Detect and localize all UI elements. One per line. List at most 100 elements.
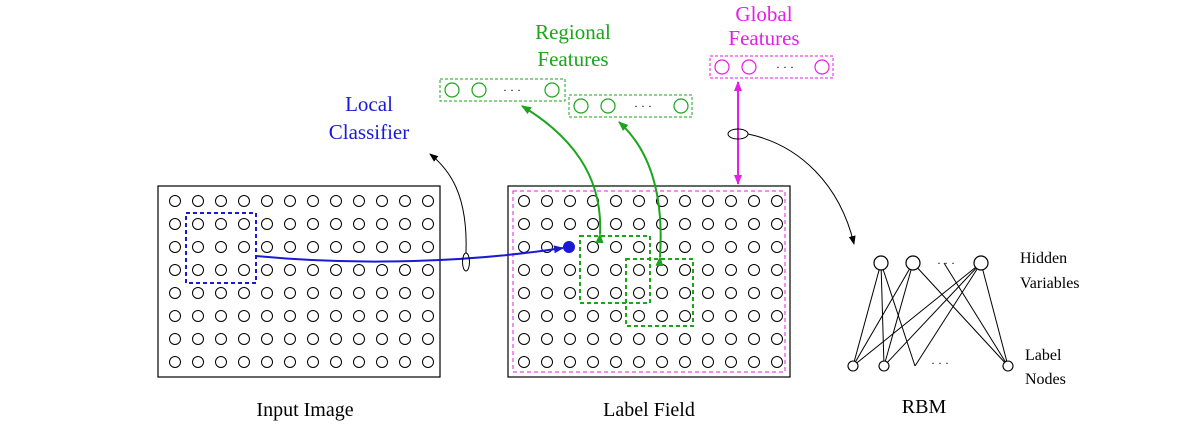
grid-node: [376, 356, 388, 368]
grid-node: [610, 333, 622, 345]
grid-node: [261, 195, 273, 207]
grid-node: [587, 287, 599, 299]
grid-node: [679, 287, 691, 299]
grid-node: [702, 241, 714, 253]
grid-node: [422, 218, 434, 230]
grid-node: [725, 195, 737, 207]
grid-node: [422, 287, 434, 299]
grid-node: [610, 218, 622, 230]
local-window-dashed-box: [185, 212, 257, 284]
grid-node: [215, 356, 227, 368]
regional-feature-node: [673, 98, 689, 114]
grid-node: [169, 356, 181, 368]
rbm-hidden-unit: [973, 255, 989, 271]
grid-node: [238, 218, 250, 230]
grid-node: [399, 195, 411, 207]
grid-node: [702, 264, 714, 276]
grid-node: [564, 264, 576, 276]
grid-node: [192, 264, 204, 276]
grid-node: [330, 310, 342, 322]
grid-node: [169, 264, 181, 276]
grid-node: [399, 356, 411, 368]
grid-node: [192, 310, 204, 322]
grid-node: [353, 218, 365, 230]
grid-node: [587, 218, 599, 230]
input-image-frame: [157, 185, 441, 378]
grid-node: [353, 287, 365, 299]
grid-node: [656, 333, 668, 345]
grid-node: [192, 333, 204, 345]
grid-node: [541, 310, 553, 322]
grid-node: [587, 310, 599, 322]
grid-node: [610, 356, 622, 368]
grid-node: [169, 333, 181, 345]
rbm-edge: [852, 262, 882, 367]
regional-feature-node: [573, 98, 589, 114]
rbm-edge: [912, 262, 1009, 367]
rbm-units: [847, 255, 1014, 372]
regional-feature-node: [471, 82, 487, 98]
grid-node: [399, 310, 411, 322]
grid-node: [656, 241, 668, 253]
grid-node: [587, 333, 599, 345]
grid-node: [564, 218, 576, 230]
grid-node: [169, 218, 181, 230]
grid-node: [215, 287, 227, 299]
rbm-edge: [852, 262, 982, 367]
grid-node: [215, 310, 227, 322]
grid-node: [284, 218, 296, 230]
grid-node: [610, 195, 622, 207]
grid-node: [748, 287, 760, 299]
grid-node: [169, 310, 181, 322]
grid-node: [307, 241, 319, 253]
grid-node: [192, 241, 204, 253]
rbm-edge: [883, 262, 982, 367]
grid-node: [169, 195, 181, 207]
input-image-pixel-grid: [169, 195, 434, 368]
grid-node: [679, 264, 691, 276]
grid-node: [702, 333, 714, 345]
grid-node: [748, 241, 760, 253]
grid-node: [748, 333, 760, 345]
grid-node: [610, 310, 622, 322]
grid-node: [748, 310, 760, 322]
grid-node: [215, 333, 227, 345]
grid-node: [587, 356, 599, 368]
grid-node: [330, 356, 342, 368]
grid-node: [725, 310, 737, 322]
grid-node: [518, 218, 530, 230]
target-label-node: [563, 241, 575, 253]
grid-node: [238, 310, 250, 322]
label-nodes-label-line1: Label: [1025, 347, 1062, 364]
grid-node: [422, 195, 434, 207]
grid-node: [748, 218, 760, 230]
regional-feature-node: [544, 82, 560, 98]
grid-node: [679, 333, 691, 345]
grid-node: [541, 287, 553, 299]
grid-node: [748, 356, 760, 368]
grid-node: [422, 241, 434, 253]
grid-node: [656, 264, 668, 276]
grid-node: [330, 241, 342, 253]
grid-node: [215, 218, 227, 230]
grid-node: [771, 333, 783, 345]
regional-feature-box-2: [568, 94, 693, 118]
regional-feature-arrow-2: [618, 121, 664, 267]
grid-node: [353, 264, 365, 276]
grid-node: [307, 195, 319, 207]
grid-node: [330, 195, 342, 207]
rbm-label-ellipsis: · · ·: [931, 356, 949, 370]
grid-node: [702, 287, 714, 299]
grid-node: [330, 333, 342, 345]
grid-node: [261, 310, 273, 322]
grid-node: [656, 218, 668, 230]
grid-node: [422, 264, 434, 276]
grid-node: [725, 356, 737, 368]
grid-node: [399, 264, 411, 276]
local-classifier-pointer-arrow: [429, 153, 467, 254]
grid-node: [518, 195, 530, 207]
grid-node: [353, 356, 365, 368]
local-classifier-label-line1: Local: [345, 92, 393, 116]
grid-node: [330, 264, 342, 276]
rbm-edge: [943, 262, 1009, 367]
